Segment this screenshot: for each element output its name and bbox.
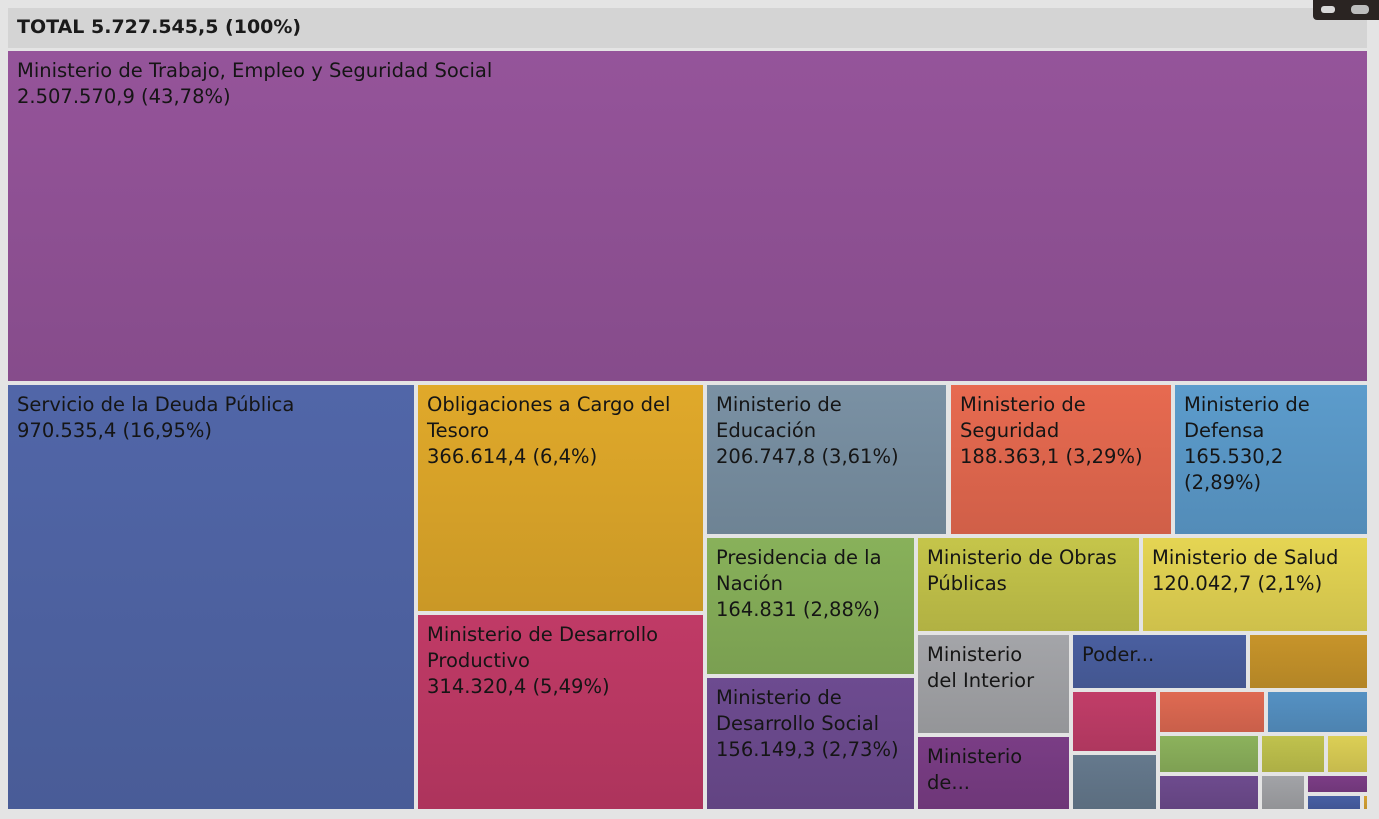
treemap-cell-label: Obligaciones a Cargo del Tesoro 366.614,4… <box>427 392 699 470</box>
treemap-cell-name: Presidencia de la Nación <box>716 546 882 595</box>
treemap-cell-obras[interactable]: Ministerio de Obras Públicas <box>918 538 1139 631</box>
treemap-cell-educacion[interactable]: Ministerio de Educación 206.747,8 (3,61%) <box>707 385 946 534</box>
treemap-cell-value: 366.614,4 (6,4%) <box>427 445 598 468</box>
treemap-cell-name: Servicio de la Deuda Pública <box>17 393 295 416</box>
treemap-cell-label: Poder... <box>1082 642 1242 668</box>
treemap-cell-label: Presidencia de la Nación 164.831 (2,88%) <box>716 545 910 623</box>
treemap-cell-value: 206.747,8 (3,61%) <box>716 445 899 468</box>
treemap-cell-label: Ministerio de Trabajo, Empleo y Segurida… <box>17 58 1363 110</box>
treemap-cell-label: Ministerio de Seguridad 188.363,1 (3,29%) <box>960 392 1167 470</box>
treemap-cell-small_11[interactable] <box>1308 776 1367 792</box>
treemap-cell-salud[interactable]: Ministerio de Salud 120.042,7 (2,1%) <box>1143 538 1367 631</box>
treemap-cell-name: Ministerio de Educación <box>716 393 842 442</box>
treemap-cell-name: Ministerio de Trabajo, Empleo y Segurida… <box>17 59 493 82</box>
treemap-cell-small_10[interactable] <box>1262 776 1304 809</box>
treemap-cell-small_5[interactable] <box>1160 736 1258 772</box>
treemap-cell-small_9[interactable] <box>1160 776 1258 809</box>
treemap-cell-name: Ministerio de Desarrollo Productivo <box>427 623 659 672</box>
treemap-cell-trabajo[interactable]: Ministerio de Trabajo, Empleo y Segurida… <box>8 51 1367 381</box>
treemap-cell-small_1[interactable] <box>1250 635 1367 688</box>
treemap-cell-label: Ministerio de Salud 120.042,7 (2,1%) <box>1152 545 1363 597</box>
treemap-cell-small_6[interactable] <box>1262 736 1324 772</box>
treemap-cell-name: Ministerio de Seguridad <box>960 393 1086 442</box>
treemap-cell-name: Ministerio de Obras Públicas <box>927 546 1117 595</box>
treemap-cell-interior[interactable]: Ministerio del Interior <box>918 635 1069 733</box>
treemap-cell-value: 314.320,4 (5,49%) <box>427 675 610 698</box>
treemap-cell-name: Ministerio de Defensa <box>1184 393 1310 442</box>
treemap-cell-name: Poder... <box>1082 643 1155 666</box>
treemap-cell-label: Servicio de la Deuda Pública 970.535,4 (1… <box>17 392 410 444</box>
treemap-cell-value: 156.149,3 (2,73%) <box>716 738 899 761</box>
treemap-cell-desprod[interactable]: Ministerio de Desarrollo Productivo 314.3… <box>418 615 703 809</box>
treemap-cell-value: 120.042,7 (2,1%) <box>1152 572 1323 595</box>
total-label: TOTAL 5.727.545,5 (100%) <box>17 16 302 38</box>
treemap-cell-label: Ministerio de... <box>927 744 1065 796</box>
treemap-cell-small_13[interactable] <box>1364 796 1367 809</box>
treemap-cell-seguridad[interactable]: Ministerio de Seguridad 188.363,1 (3,29%) <box>951 385 1171 534</box>
treemap-cell-small_7[interactable] <box>1328 736 1367 772</box>
treemap-cell-small_4[interactable] <box>1268 692 1367 732</box>
treemap-cell-poder[interactable]: Poder... <box>1073 635 1246 688</box>
treemap-cell-label: Ministerio de Obras Públicas <box>927 545 1135 597</box>
treemap-cell-value: 165.530,2 (2,89%) <box>1184 445 1284 494</box>
treemap-cell-name: Ministerio de Salud <box>1152 546 1339 569</box>
treemap-cell-label: Ministerio del Interior <box>927 642 1065 694</box>
treemap-cell-ministerio_de[interactable]: Ministerio de... <box>918 737 1069 809</box>
treemap-cell-small_3[interactable] <box>1160 692 1264 732</box>
treemap-cell-label: Ministerio de Desarrollo Productivo 314.3… <box>427 622 699 700</box>
treemap-total-header[interactable]: TOTAL 5.727.545,5 (100%) <box>8 8 1367 48</box>
treemap-cell-value: 188.363,1 (3,29%) <box>960 445 1143 468</box>
treemap-cell-value: 2.507.570,9 (43,78%) <box>17 85 231 108</box>
treemap-cell-dessocial[interactable]: Ministerio de Desarrollo Social 156.149,3… <box>707 678 914 809</box>
webcam-thumbnail <box>1313 0 1379 20</box>
treemap-cell-label: Ministerio de Desarrollo Social 156.149,3… <box>716 685 910 763</box>
treemap-cell-value: 970.535,4 (16,95%) <box>17 419 213 442</box>
treemap-cell-deuda[interactable]: Servicio de la Deuda Pública 970.535,4 (1… <box>8 385 414 809</box>
treemap-cell-name: Ministerio de Desarrollo Social <box>716 686 880 735</box>
treemap-cell-label: Ministerio de Educación 206.747,8 (3,61%) <box>716 392 942 470</box>
treemap-cell-value: 164.831 (2,88%) <box>716 598 880 621</box>
treemap-cell-name: Ministerio del Interior <box>927 643 1035 692</box>
treemap-cell-name: Obligaciones a Cargo del Tesoro <box>427 393 671 442</box>
treemap-cell-presidencia[interactable]: Presidencia de la Nación 164.831 (2,88%) <box>707 538 914 674</box>
treemap-cell-name: Ministerio de... <box>927 745 1023 794</box>
treemap-cell-tesoro[interactable]: Obligaciones a Cargo del Tesoro 366.614,4… <box>418 385 703 611</box>
treemap-cell-small_2[interactable] <box>1073 692 1156 751</box>
treemap-cell-small_8[interactable] <box>1073 755 1156 809</box>
treemap-cell-small_12[interactable] <box>1308 796 1360 809</box>
